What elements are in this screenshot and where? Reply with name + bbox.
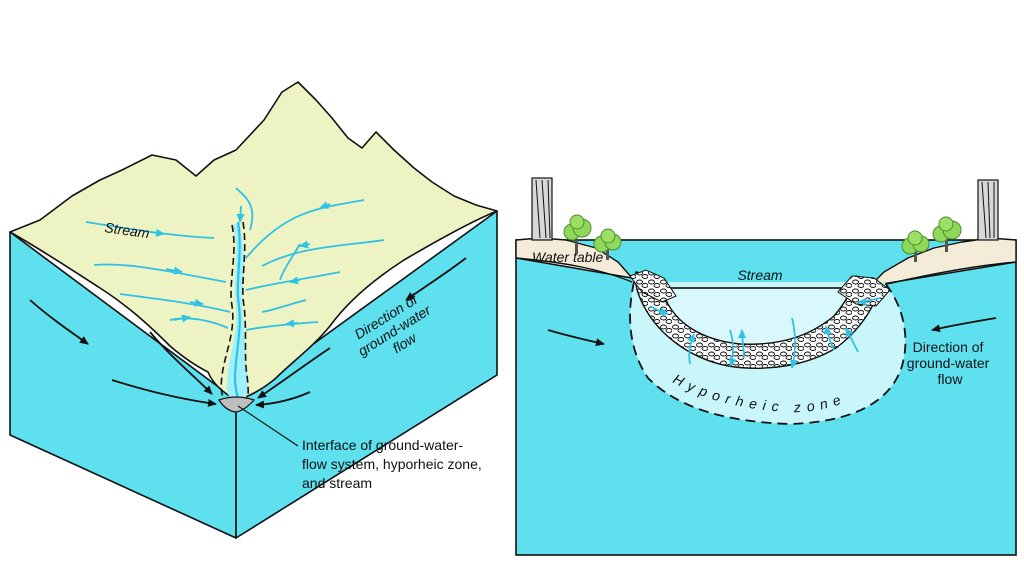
- tree-right-2-icon: [932, 216, 962, 252]
- tributary-arrow-9: [245, 321, 319, 331]
- hyporheic-flow-arrows: [649, 297, 881, 369]
- interface-leader-line: [237, 405, 299, 447]
- stream-thalweg: [233, 221, 241, 399]
- tributary-arrow-6: [245, 199, 365, 259]
- gw-arrow-left-2: [149, 331, 213, 395]
- groundwater-face-right: [235, 210, 498, 539]
- gw-arrow-right-3: [405, 257, 467, 301]
- tree-left-2-icon: [593, 228, 622, 260]
- gw-arrow-left-1: [29, 299, 89, 345]
- interface-line-2: flow system, hyporheic zone,: [302, 456, 482, 472]
- tributary-arrow-5-head: [236, 205, 245, 223]
- groundwater-flow-arrows-right: [547, 317, 997, 347]
- hyp-arrow-4: [738, 329, 747, 359]
- trunk-right-icon: [977, 179, 999, 241]
- tributary-arrow-9-head: [285, 319, 299, 328]
- tributary-arrow-7-head: [299, 240, 311, 249]
- gw-arrow-section-left: [547, 329, 605, 347]
- tributary-11: [261, 299, 307, 313]
- tributary-arrow-2-head: [165, 266, 183, 275]
- tree-right-1-icon: [901, 230, 930, 262]
- right-stream-label: Stream: [737, 267, 782, 283]
- water-table-line: [515, 257, 1017, 289]
- tributary-arrow-6-head: [319, 201, 331, 209]
- right-cross-section: Water table Stream Direction of ground-w…: [515, 177, 1017, 556]
- tributary-arrow-5: [235, 187, 254, 231]
- interface-gravel-patch: [218, 396, 256, 413]
- land-surface: [9, 81, 498, 401]
- trees-left: [531, 177, 622, 260]
- hyporheic-zone-boundary: [629, 281, 907, 425]
- hyp-arrow-7: [845, 327, 859, 353]
- tributary-arrow-1: [85, 221, 215, 239]
- left-block-diagram: Stream Direction of ground-water flow In…: [9, 81, 498, 539]
- tree-left-1-icon: [563, 214, 592, 254]
- tributary-arrow-8-head: [289, 276, 301, 285]
- right-direction-line-3: flow: [938, 371, 964, 387]
- left-stream-label: Stream: [104, 219, 151, 241]
- gw-arrow-right-1: [257, 347, 331, 399]
- tributary-arrow-3: [119, 293, 231, 313]
- hyp-arrow-6: [823, 325, 835, 351]
- gravel-bank-left: [629, 269, 677, 303]
- water-table-label: Water table: [532, 249, 604, 265]
- tributary-arrow-4-head: [173, 314, 191, 323]
- gw-arrow-section-right: [931, 317, 997, 333]
- interface-line-1: Interface of ground-water-: [302, 437, 463, 453]
- interface-label: Interface of ground-water- flow system, …: [302, 437, 486, 491]
- main-stream-channel: [226, 222, 248, 398]
- right-direction-line-1: Direction of: [913, 339, 984, 355]
- stream-boundary-dashed-right: [242, 221, 249, 402]
- tributary-arrow-1-head: [149, 228, 165, 237]
- hyp-arrow-3: [729, 329, 737, 367]
- interface-line-3: and stream: [302, 475, 372, 491]
- gw-arrow-left-3: [111, 379, 217, 407]
- hyp-arrow-1: [649, 305, 669, 316]
- tributary-arrow-7: [261, 239, 385, 267]
- trunk-left-icon: [531, 177, 553, 241]
- tributary-10: [279, 243, 301, 281]
- right-direction-label: Direction of ground-water flow: [907, 339, 993, 387]
- tributary-arrow-3-head: [189, 298, 204, 307]
- groundwater-flow-arrows-left: [29, 257, 467, 409]
- right-direction-line-2: ground-water: [907, 355, 990, 371]
- tributary-arrow-2: [93, 263, 227, 283]
- hyp-arrow-5: [790, 317, 798, 369]
- hyp-arrow-2: [687, 333, 695, 365]
- stream-boundary-dashed-left: [220, 224, 235, 402]
- gw-arrow-right-2: [255, 391, 311, 409]
- hyp-arrow-8: [857, 297, 881, 306]
- tributary-arrows: [85, 187, 385, 331]
- trees-right: [901, 179, 999, 262]
